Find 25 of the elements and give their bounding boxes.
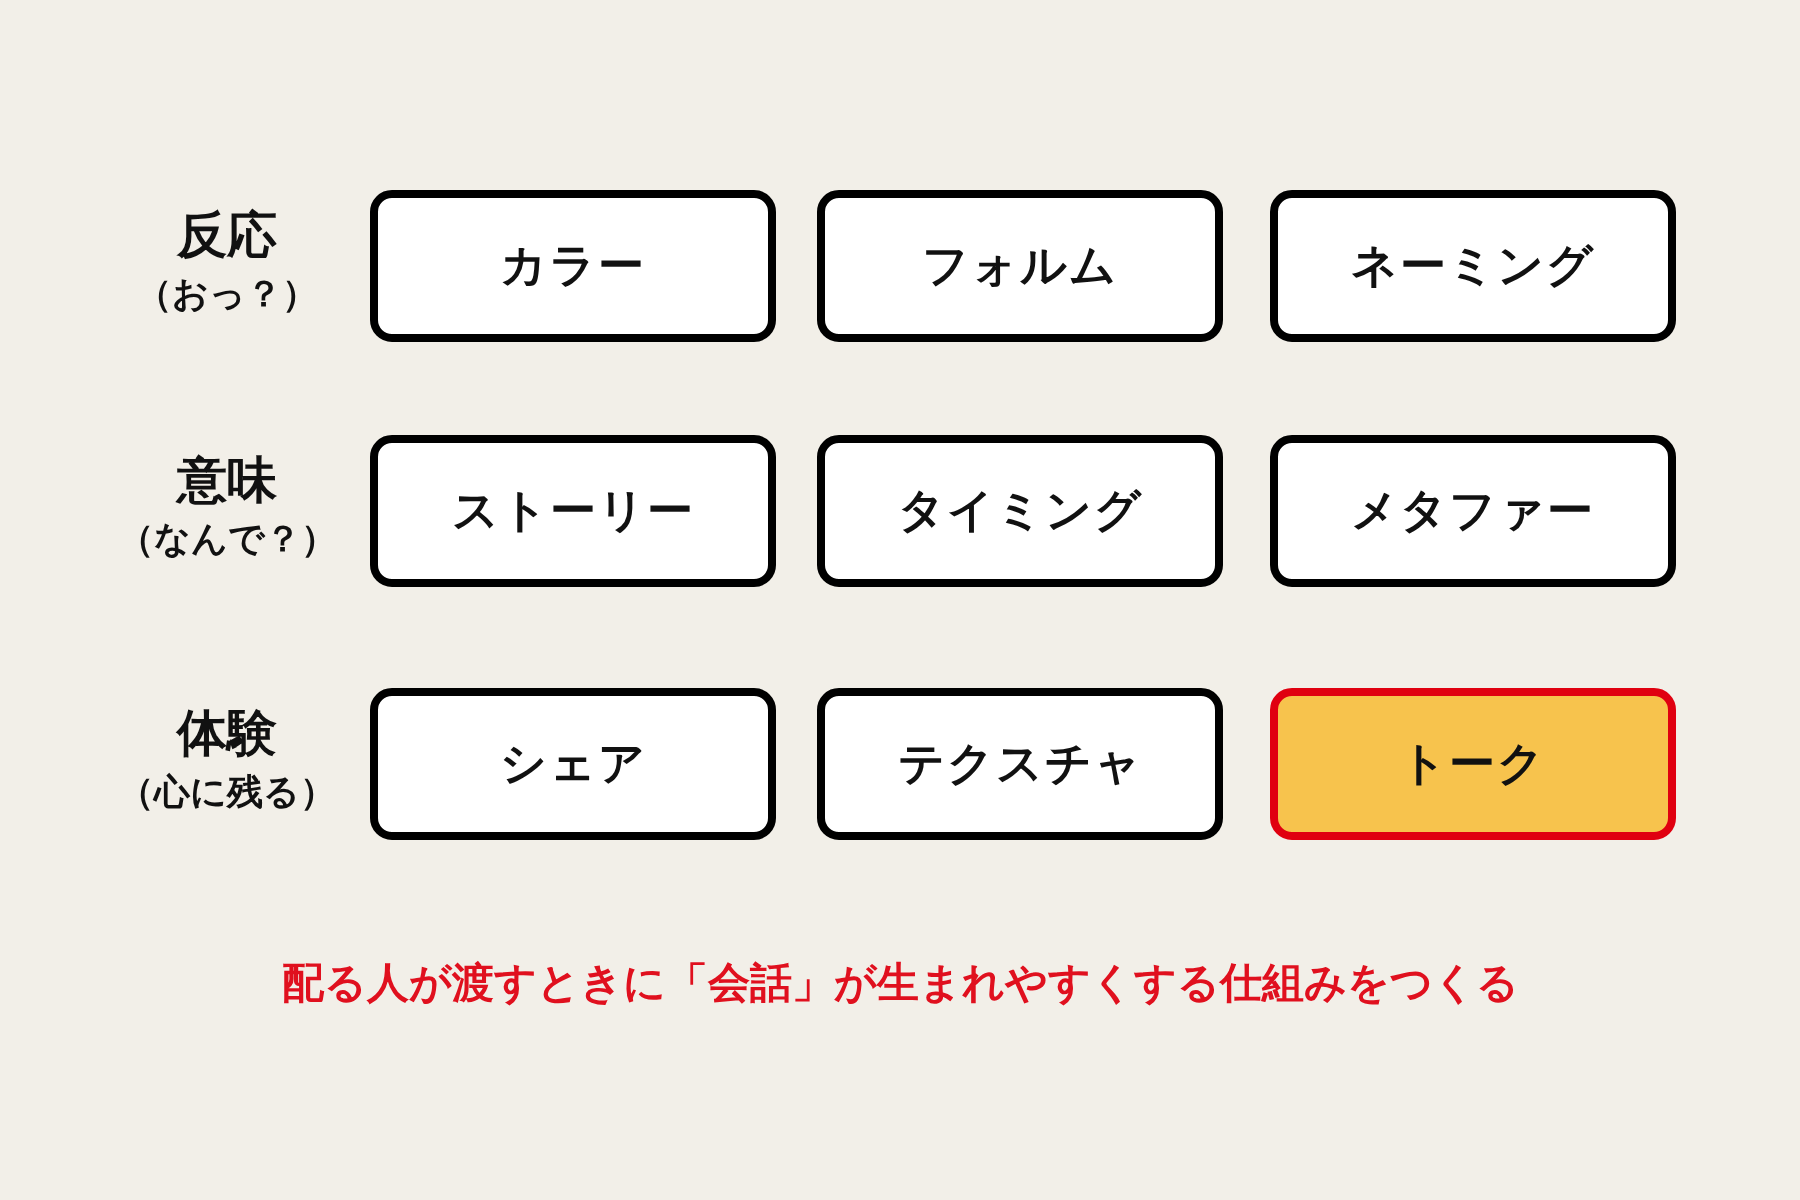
item-box [817,190,1223,342]
item-label: フォルム [922,237,1118,294]
item-box [370,190,776,342]
row-subtitle: （心に残る） [117,770,337,814]
row-title: 反応 [175,205,278,266]
item-box [817,435,1223,587]
item-label: トーク [1400,735,1546,792]
row-title: 体験 [175,703,278,764]
item-label: タイミング [897,482,1143,539]
row-subtitle: （おっ？） [135,272,319,316]
item-box [1270,435,1676,587]
item-label: ネーミング [1351,237,1595,294]
item-label: カラー [500,237,646,294]
item-label: ストーリー [451,482,695,539]
item-box [370,688,776,840]
item-label: テクスチャ [897,735,1143,792]
item-box [817,688,1223,840]
item-box [370,435,776,587]
item-box [1270,190,1676,342]
item-box [1270,688,1676,840]
caption: 配る人が渡すときに「会話」が生まれやすくする仕組みをつくる [280,957,1520,1009]
row-subtitle: （なんで？） [117,517,337,561]
item-label: シェア [499,735,647,792]
row-title: 意味 [174,450,278,511]
item-label: メタファー [1351,482,1595,539]
